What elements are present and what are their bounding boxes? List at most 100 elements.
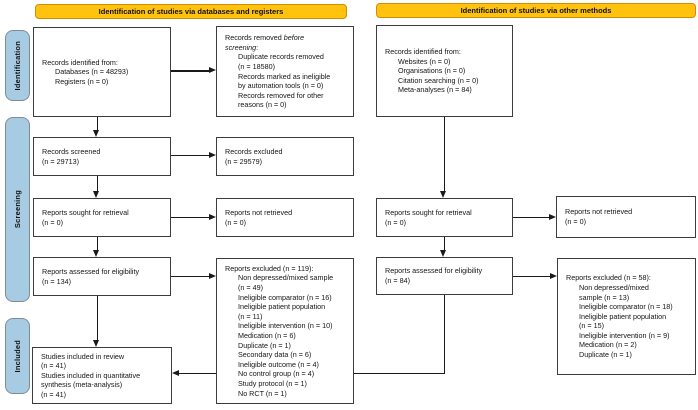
box-text-line: Ineligible patient population xyxy=(238,302,326,312)
box-text-line: Organisations (n = 0) xyxy=(398,66,466,76)
box-reports-excluded-119: Reports excluded (n = 119):Non depressed… xyxy=(216,258,354,404)
box-text-line: (n = 41) xyxy=(41,389,66,399)
phase-tab-screening-label: Screening xyxy=(12,190,22,229)
line-assessed-to-excluded-right xyxy=(513,276,551,278)
box-text-line: Reports not retrieved xyxy=(565,207,633,217)
arrowhead-assessed-to-included xyxy=(93,340,100,347)
box-text-line: (n = 0) xyxy=(385,217,406,227)
box-text-line: Records identified from: xyxy=(385,47,461,57)
line-other-assessed-down xyxy=(444,295,446,374)
arrowhead-sought-to-not-retrieved-right xyxy=(549,214,556,220)
header-databases-registers: Identification of studies via databases … xyxy=(35,4,347,19)
box-text-line: (n = 29713) xyxy=(42,156,79,166)
arrowhead-assessed-to-excluded-left xyxy=(209,273,216,279)
box-reports-not-retrieved-left: Reports not retrieved(n = 0) xyxy=(216,198,354,237)
box-records-screened: Records screened(n = 29713) xyxy=(33,137,171,176)
phase-tab-identification: Identification xyxy=(5,30,30,101)
box-text-line: (n = 41) xyxy=(41,361,66,371)
line-screened-to-excluded xyxy=(170,155,210,157)
box-text-line: Records identified from: xyxy=(42,57,118,67)
box-text-line: Reports sought for retrieval xyxy=(385,207,472,217)
box-text-line: Duplicate (n = 1) xyxy=(579,350,632,360)
box-text-line: Websites (n = 0) xyxy=(398,56,451,66)
box-text-line: Reports sought for retrieval xyxy=(42,207,129,217)
box-text-line: Reports excluded (n = 119): xyxy=(225,263,314,273)
box-text-line: synthesis (meta-analysis) xyxy=(41,380,123,390)
box-text-line: No control group (n = 4) xyxy=(238,369,315,379)
box-text-line: Records removed for other xyxy=(238,90,324,100)
box-text-line: (n = 0) xyxy=(565,217,586,226)
box-text-line: Studies included in quantitative xyxy=(41,370,141,380)
box-text-line: Ineligible comparator (n = 16) xyxy=(238,292,332,302)
arrowhead-screened-to-excluded xyxy=(209,152,216,158)
box-text-line: Registers (n = 0) xyxy=(55,76,109,86)
box-text-line: Ineligible intervention (n = 9) xyxy=(579,330,670,340)
box-text-line: Records excluded xyxy=(225,146,283,156)
box-text-line: (n = 11) xyxy=(238,311,263,321)
line-assessed-to-excluded-left xyxy=(170,276,210,278)
box-text-line: Ineligible comparator (n = 18) xyxy=(579,302,673,312)
line-sought-to-not-retrieved-right xyxy=(513,217,550,219)
arrowhead-identified-to-screened xyxy=(93,130,100,137)
box-text-line: Secondary data (n = 6) xyxy=(238,350,312,360)
arrowhead-assessed-to-excluded-right xyxy=(550,273,557,279)
line-sought-to-not-retrieved-left xyxy=(170,217,210,219)
box-text-line: Duplicate records removed xyxy=(238,52,324,62)
box-text-line: Reports assessed for eligibility xyxy=(42,266,140,276)
box-reports-assessed-left: Reports assessed for eligibility(n = 134… xyxy=(33,257,171,296)
box-text-line: Reports assessed for eligibility xyxy=(385,266,483,276)
box-text-line: (n = 49) xyxy=(238,283,263,293)
box-reports-sought-right: Reports sought for retrieval(n = 0) xyxy=(376,198,513,237)
line-identified-to-screened xyxy=(97,117,99,131)
phase-tab-identification-label: Identification xyxy=(12,40,22,91)
box-reports-not-retrieved-right: Reports not retrieved(n = 0) xyxy=(556,196,696,238)
line-identified-to-removed xyxy=(170,70,210,72)
arrowhead-screened-to-sought xyxy=(93,191,100,198)
box-text-line: Study protocol (n = 1) xyxy=(238,378,307,388)
line-sought-to-assessed-left xyxy=(97,237,99,251)
phase-tab-included-label: Included xyxy=(12,339,22,373)
box-text-line: Non depressed/mixed sample xyxy=(238,273,334,283)
arrowhead-sought-to-assessed-right xyxy=(440,250,447,257)
header-other-methods: Identification of studies via other meth… xyxy=(376,3,696,18)
box-text-line: sample (n = 13) xyxy=(579,292,630,302)
box-text-line: Records screened xyxy=(42,146,101,156)
line-screened-to-sought xyxy=(97,176,99,192)
arrowhead-sought-to-assessed-left xyxy=(93,250,100,257)
arrowhead-other-identified-to-sought xyxy=(440,191,447,198)
box-reports-excluded-58: Reports excluded (n = 58):Non depressed/… xyxy=(557,258,696,375)
box-text-line: Medication (n = 2) xyxy=(579,340,637,350)
arrowhead-identified-to-removed xyxy=(209,67,216,74)
line-other-identified-to-sought xyxy=(444,117,446,192)
arrowhead-other-assessed-to-included xyxy=(172,370,179,376)
box-reports-sought-left: Reports sought for retrieval(n = 0) xyxy=(33,198,171,237)
box-text-line: Medication (n = 6) xyxy=(238,331,296,340)
box-text-line: Meta-analyses (n = 84) xyxy=(398,85,472,95)
phase-tab-included: Included xyxy=(5,318,30,394)
box-records-identified-other: Records identified from:Websites (n = 0)… xyxy=(376,25,513,117)
phase-tab-screening: Screening xyxy=(5,117,30,302)
box-text-line: Ineligible intervention (n = 10) xyxy=(238,321,333,331)
box-text-line: Non depressed/mixed xyxy=(579,282,649,292)
box-text-line: (n = 84) xyxy=(385,276,410,285)
box-reports-assessed-right: Reports assessed for eligibility(n = 84) xyxy=(376,257,513,295)
box-text-line: (n = 0) xyxy=(42,217,63,227)
box-text-line: reasons (n = 0) xyxy=(238,100,287,110)
box-records-excluded: Records excluded(n = 29579) xyxy=(216,137,354,176)
box-text-line: Citation searching (n = 0) xyxy=(398,75,479,85)
box-text-line: Ineligible patient population xyxy=(579,311,667,321)
arrowhead-sought-to-not-retrieved-left xyxy=(209,214,216,220)
box-text-line: Studies included in review xyxy=(41,351,125,361)
box-text-line: Ineligible outcome (n = 4) xyxy=(238,359,319,369)
box-text-line: Databases (n = 48293) xyxy=(55,67,129,77)
box-text-line: (n = 134) xyxy=(42,276,71,286)
box-text-line: No RCT (n = 1) xyxy=(238,388,287,398)
box-studies-included: Studies included in review(n = 41)Studie… xyxy=(32,347,172,404)
box-text-line: Records marked as ineligible xyxy=(238,71,331,81)
box-text-line: Records removed before xyxy=(225,33,305,43)
box-text-line: by automation tools (n = 0) xyxy=(238,81,324,91)
line-assessed-to-included xyxy=(97,296,99,341)
box-records-identified-databases: Records identified from:Databases (n = 4… xyxy=(33,27,171,117)
